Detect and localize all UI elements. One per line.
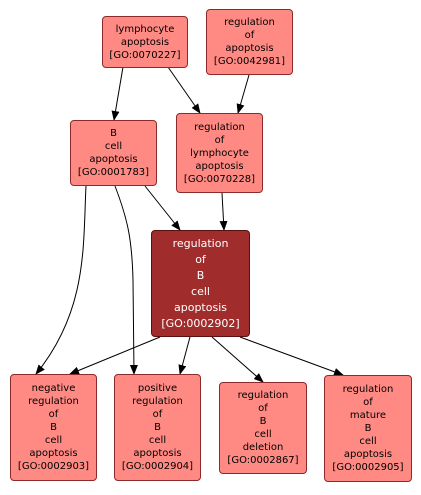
edge-regulation-of-b-cell-apoptosis-to-regulation-of-mature-b-cell-apoptosis [239,336,344,376]
edge-regulation-of-apoptosis-to-regulation-of-lymphocyte-apoptosis [236,74,250,114]
node-regulation-of-lymphocyte-apoptosis[interactable]: regulation of lymphocyte apoptosis [GO:0… [176,113,263,193]
node-label: regulation of lymphocyte apoptosis [GO:0… [183,121,256,185]
node-label: regulation of mature B cell apoptosis [G… [332,384,404,473]
node-lymphocyte-apoptosis[interactable]: lymphocyte apoptosis [GO:0070227] [102,16,188,68]
node-label: regulation of B cell apoptosis [GO:00029… [161,236,240,330]
node-regulation-of-apoptosis[interactable]: regulation of apoptosis [GO:0042981] [206,9,293,75]
node-negative-regulation-of-b-cell-apoptosis[interactable]: negative regulation of B cell apoptosis … [10,374,97,481]
edge-lymphocyte-apoptosis-to-b-cell-apoptosis [111,66,124,121]
node-label: positive regulation of B cell apoptosis … [121,383,194,472]
edge-regulation-of-b-cell-apoptosis-to-positive-regulation [178,336,191,375]
node-regulation-of-b-cell-deletion[interactable]: regulation of B cell deletion [GO:000286… [219,382,307,474]
node-regulation-of-b-cell-apoptosis[interactable]: regulation of B cell apoptosis [GO:00029… [151,230,250,337]
node-positive-regulation-of-b-cell-apoptosis[interactable]: positive regulation of B cell apoptosis … [114,374,201,481]
edge-b-cell-apoptosis-to-positive-regulation [114,185,138,375]
edge-b-cell-apoptosis-to-negative-regulation [35,185,87,375]
edge-regulation-of-b-cell-apoptosis-to-regulation-of-b-cell-deletion [211,336,264,383]
edge-lymphocyte-apoptosis-to-regulation-of-lymphocyte-apoptosis [167,66,201,114]
node-label: negative regulation of B cell apoptosis … [17,383,90,472]
node-label: lymphocyte apoptosis [GO:0070227] [109,23,181,61]
node-b-cell-apoptosis[interactable]: B cell apoptosis [GO:0001783] [70,120,157,186]
node-regulation-of-mature-b-cell-apoptosis[interactable]: regulation of mature B cell apoptosis [G… [324,375,412,482]
edge-b-cell-apoptosis-to-regulation-of-b-cell-apoptosis [144,185,181,231]
node-label: regulation of B cell deletion [GO:000286… [227,390,299,466]
node-label: B cell apoptosis [GO:0001783] [77,128,150,178]
node-label: regulation of apoptosis [GO:0042981] [213,17,286,67]
edge-regulation-of-lymphocyte-apoptosis-to-regulation-of-b-cell-apoptosis [219,192,228,231]
edge-regulation-of-b-cell-apoptosis-to-negative-regulation [69,336,161,375]
